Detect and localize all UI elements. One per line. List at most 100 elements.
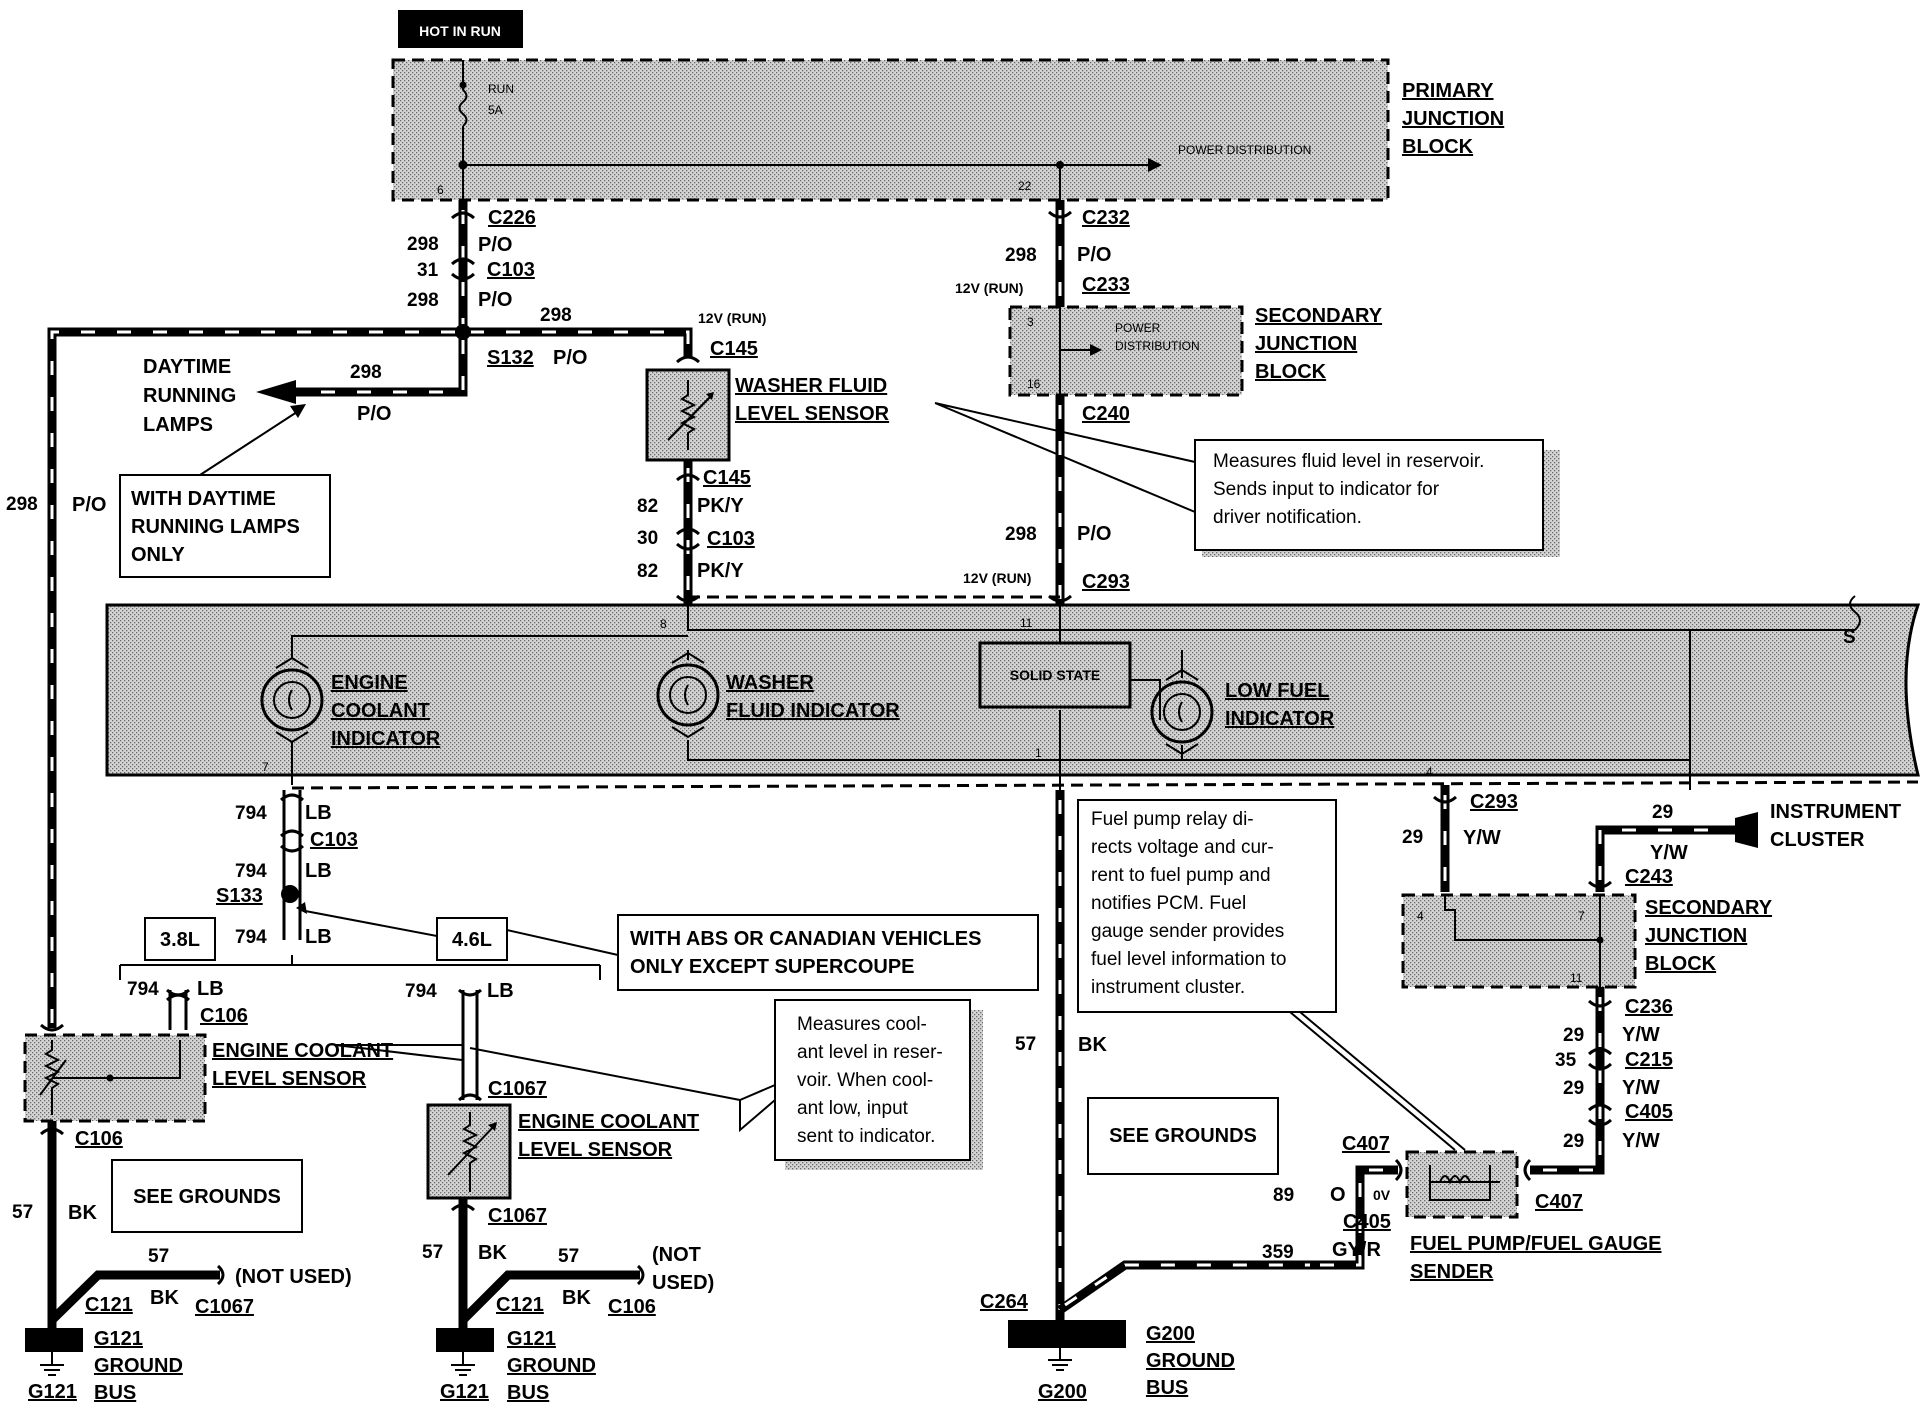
instrument-cluster-line1: INSTRUMENT — [1770, 801, 1901, 823]
splice-s132 — [455, 324, 471, 340]
splice-s133-label: S133 — [216, 885, 263, 907]
fuse-rating: 5A — [488, 103, 503, 117]
wire-yw-c: Y/W — [1622, 1024, 1660, 1046]
wire-57-d: 57 — [558, 1246, 579, 1267]
conn-c215: C215 — [1625, 1049, 1673, 1071]
conn-c121-b: C121 — [496, 1294, 544, 1316]
coolant-ind-line1: ENGINE — [331, 672, 408, 694]
coolant-note-line3: voir. When cool- — [797, 1070, 933, 1091]
ground-g121-right — [436, 1328, 494, 1376]
wire-lb-c: LB — [305, 926, 332, 948]
wire-298-g: 298 — [1005, 524, 1037, 545]
engine-coolant-level-sensor-right — [426, 1103, 512, 1200]
coolant-note-line4: ant low, input — [797, 1098, 909, 1119]
solid-state-module: SOLID STATE — [978, 641, 1132, 709]
fuel-note-line4: notifies PCM. Fuel — [1091, 893, 1246, 914]
instrument-cluster-band: SOLID STATE 8 11 7 1 4 S — [105, 595, 1921, 790]
pin-6: 6 — [437, 183, 444, 197]
wire-po-g: P/O — [1077, 523, 1111, 545]
wire-359: 359 — [1262, 1242, 1294, 1263]
drl-line3: LAMPS — [143, 414, 213, 436]
engine-3-8l: 3.8L — [160, 929, 200, 951]
wire-29-e: 29 — [1563, 1131, 1584, 1152]
wire-po-d: P/O — [357, 403, 391, 425]
ground-g200 — [1008, 1320, 1126, 1371]
fuel-sender-line2: SENDER — [1410, 1261, 1494, 1283]
wire-298-c: 298 — [540, 305, 572, 326]
wire-29-d: 29 — [1563, 1078, 1584, 1099]
wire-pky-b: PK/Y — [697, 560, 744, 582]
washer-fluid-indicator-icon — [656, 651, 720, 739]
see-grounds-center — [1087, 1097, 1279, 1175]
coolant-note: Measures cool- ant level in reser- voir.… — [469, 999, 983, 1170]
see-grounds-left — [111, 1159, 303, 1233]
wire-gyr: GY/R — [1332, 1239, 1381, 1261]
conn-c1067-a: C1067 — [195, 1296, 254, 1318]
pd-distribution: DISTRIBUTION — [1115, 339, 1200, 353]
conn-c145-a: C145 — [710, 338, 758, 360]
washer-sensor-line1: WASHER FLUID — [735, 375, 887, 397]
wire-yw-b: Y/W — [1650, 842, 1688, 864]
conn-c1067-b: C1067 — [488, 1078, 547, 1100]
wire-bk-c: BK — [478, 1242, 507, 1264]
fuel-pump-fuel-gauge-sender — [1405, 1150, 1519, 1219]
wire-298-f: 298 — [1005, 245, 1037, 266]
abs-note-line1: WITH ABS OR CANADIAN VEHICLES — [630, 928, 981, 950]
engine-4-6l: 4.6L — [452, 929, 492, 951]
coolant-note-line1: Measures cool- — [797, 1014, 927, 1035]
secondary-jb-bottom-line2: JUNCTION — [1645, 925, 1747, 947]
abs-note-line2: ONLY EXCEPT SUPERCOUPE — [630, 956, 915, 978]
engine-coolant-level-sensor-left — [23, 1033, 207, 1123]
washer-note: Measures fluid level in reservoir. Sends… — [934, 402, 1560, 557]
pin-16: 16 — [1027, 377, 1041, 391]
coolant-ind-line2: COOLANT — [331, 700, 430, 722]
wire-298-left — [47, 200, 693, 1028]
washer-ind-line1: WASHER — [726, 672, 814, 694]
conn-c103-b: C103 — [707, 528, 755, 550]
fuel-note-line6: fuel level information to — [1091, 949, 1286, 970]
wire-yw-e: Y/W — [1622, 1130, 1660, 1152]
secondary-jb-top-line1: SECONDARY — [1255, 305, 1383, 327]
wire-bk-a: BK — [68, 1202, 97, 1224]
run-label: RUN — [488, 82, 514, 96]
wire-298-d: 298 — [350, 362, 382, 383]
washer-fluid-level-sensor — [645, 368, 731, 462]
wire-57-e: 57 — [1015, 1034, 1036, 1055]
splice-s132-label: S132 — [487, 347, 534, 369]
wire-57-c: 57 — [422, 1242, 443, 1263]
conn-c106-a: C106 — [200, 1005, 248, 1027]
g200-label: G200 — [1146, 1323, 1195, 1345]
g121-left-bottom: G121 — [28, 1381, 77, 1403]
wire-0v: 0V — [1373, 1187, 1391, 1203]
wire-lb-d: LB — [197, 978, 224, 1000]
fuel-note-line2: rects voltage and cur- — [1091, 837, 1274, 858]
solid-state-label: SOLID STATE — [1010, 667, 1100, 683]
wire-lb-a: LB — [305, 802, 332, 824]
conn-c232: C232 — [1082, 207, 1130, 229]
s-mark: S — [1843, 627, 1856, 648]
wire-yw-d: Y/W — [1622, 1077, 1660, 1099]
with-drl-line3: ONLY — [131, 544, 185, 566]
wire-298-b: 298 — [407, 290, 439, 311]
wire-o: O — [1330, 1184, 1346, 1206]
pin-7b: 7 — [1578, 909, 1585, 923]
wire-29-b: 29 — [1652, 802, 1673, 823]
wire-794 — [119, 790, 601, 1102]
wire-30: 30 — [637, 528, 658, 549]
pin-3: 3 — [1027, 315, 1034, 329]
conn-c233: C233 — [1082, 274, 1130, 296]
wire-yw-a: Y/W — [1463, 827, 1501, 849]
hot-in-run-label: HOT IN RUN — [419, 23, 501, 39]
conn-c121-a: C121 — [85, 1294, 133, 1316]
washer-note-line2: Sends input to indicator for — [1213, 479, 1440, 500]
low-fuel-line2: INDICATOR — [1225, 708, 1335, 730]
wire-31: 31 — [417, 260, 439, 281]
wire-29-c: 29 — [1563, 1025, 1584, 1046]
wire-298-a: 298 — [407, 234, 439, 255]
secondary-junction-block-bottom: 4 7 11 — [1401, 893, 1637, 989]
conn-c236: C236 — [1625, 996, 1673, 1018]
secondary-jb-bottom-line1: SECONDARY — [1645, 897, 1773, 919]
wire-po-b: P/O — [478, 289, 512, 311]
wire-pky-a: PK/Y — [697, 495, 744, 517]
drl-line1: DAYTIME — [143, 356, 231, 378]
